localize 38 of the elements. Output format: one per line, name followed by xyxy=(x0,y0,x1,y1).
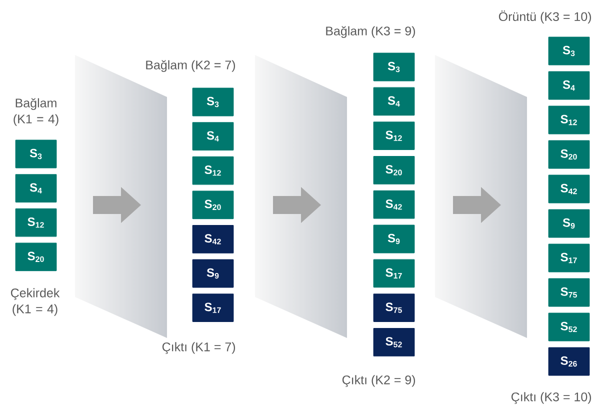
sequence-box: S$_{9}$ xyxy=(192,258,234,288)
sequence-box: S$_{75}$ xyxy=(372,293,416,323)
column-label: Bağlam (K1 = 4) xyxy=(14,98,58,126)
sequence-box: S$_{42}$ xyxy=(372,190,416,220)
sequence-box: S$_{20}$ xyxy=(192,190,234,220)
sequence-box: S$_{3}$ xyxy=(372,52,416,82)
sequence-box: S$_{12}$ xyxy=(548,105,590,135)
column-label: Çekirdek (K1 = 4) xyxy=(10,288,60,316)
sequence-box: S$_{3}$ xyxy=(192,87,234,117)
sequence-box: S$_{4}$ xyxy=(14,174,58,204)
column-label: Örüntü (K3 = 10) xyxy=(498,10,591,24)
sequence-box: S$_{3}$ xyxy=(548,36,590,66)
sequence-box: S$_{42}$ xyxy=(192,224,234,254)
sequence-box: S$_{9}$ xyxy=(548,208,590,238)
sequence-box: S$_{12}$ xyxy=(192,156,234,186)
sequence-box: S$_{9}$ xyxy=(372,224,416,254)
column-label: Çıktı (K1 = 7) xyxy=(162,342,236,354)
sequence-box: S$_{42}$ xyxy=(548,174,590,204)
column-label: Çıktı (K2 = 9) xyxy=(342,375,416,387)
sequence-box: S$_{20}$ xyxy=(372,155,416,185)
sequence-box: S$_{17}$ xyxy=(192,293,234,323)
sequence-box: S$_{12}$ xyxy=(14,208,58,238)
sequence-box: S$_{12}$ xyxy=(372,121,416,151)
sequence-box: S$_{52}$ xyxy=(372,327,416,357)
sequence-box: S$_{4}$ xyxy=(372,86,416,116)
sequence-box: S$_{20}$ xyxy=(14,242,58,272)
column-label: Çıktı (K3 = 10) xyxy=(512,392,592,404)
sequence-box: S$_{75}$ xyxy=(548,278,590,308)
sequence-box: S$_{17}$ xyxy=(548,243,590,273)
sequence-box: S$_{26}$ xyxy=(548,346,590,376)
sequence-box: S$_{4}$ xyxy=(192,122,234,152)
column-label: Bağlam (K2 = 7) xyxy=(146,60,235,72)
column-label: Bağlam (K3 = 9) xyxy=(326,26,415,38)
sequence-box: S$_{17}$ xyxy=(372,258,416,288)
sequence-box: S$_{4}$ xyxy=(548,70,590,100)
sequence-box: S$_{3}$ xyxy=(14,139,58,169)
sequence-box: S$_{20}$ xyxy=(548,140,590,170)
sequence-box: S$_{52}$ xyxy=(548,312,590,342)
